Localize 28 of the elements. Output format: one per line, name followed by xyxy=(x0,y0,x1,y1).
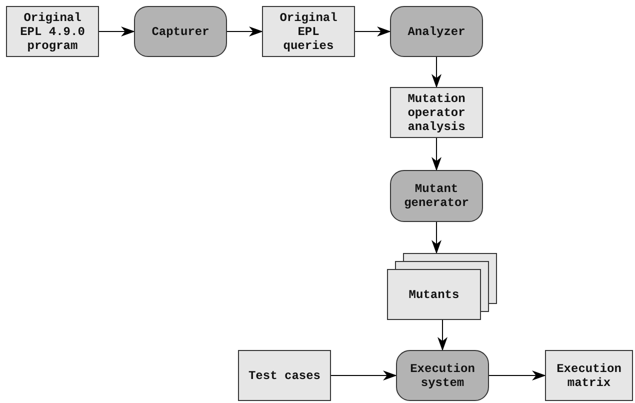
arrow xyxy=(488,370,546,380)
arrow xyxy=(438,320,448,351)
node-label: Mutation operator analysis xyxy=(406,92,466,134)
data-box xyxy=(545,350,633,401)
node-label: Execution matrix xyxy=(556,362,622,390)
data-box xyxy=(6,6,99,57)
data-box xyxy=(238,350,331,401)
arrow xyxy=(432,56,442,88)
node-label: Capturer xyxy=(152,24,210,38)
process-box xyxy=(134,6,227,57)
node-label: Mutant generator xyxy=(403,182,470,210)
node-label: Original EPL 4.9.0 program xyxy=(19,10,86,52)
arrow xyxy=(98,26,135,36)
data-box xyxy=(390,87,483,138)
node-label: Test cases xyxy=(248,368,320,382)
node-label: Execution system xyxy=(409,362,476,390)
node-label: Original EPL queries xyxy=(278,10,338,52)
arrow xyxy=(432,138,442,171)
node-label: Mutants xyxy=(408,288,460,302)
arrow xyxy=(432,222,442,254)
data-box xyxy=(262,6,355,57)
arrow xyxy=(226,26,263,36)
process-box xyxy=(390,170,483,222)
process-box xyxy=(390,6,483,57)
arrow xyxy=(330,370,397,380)
node-label: Analyzer xyxy=(408,24,466,38)
process-box xyxy=(396,350,489,401)
arrow xyxy=(354,26,391,36)
